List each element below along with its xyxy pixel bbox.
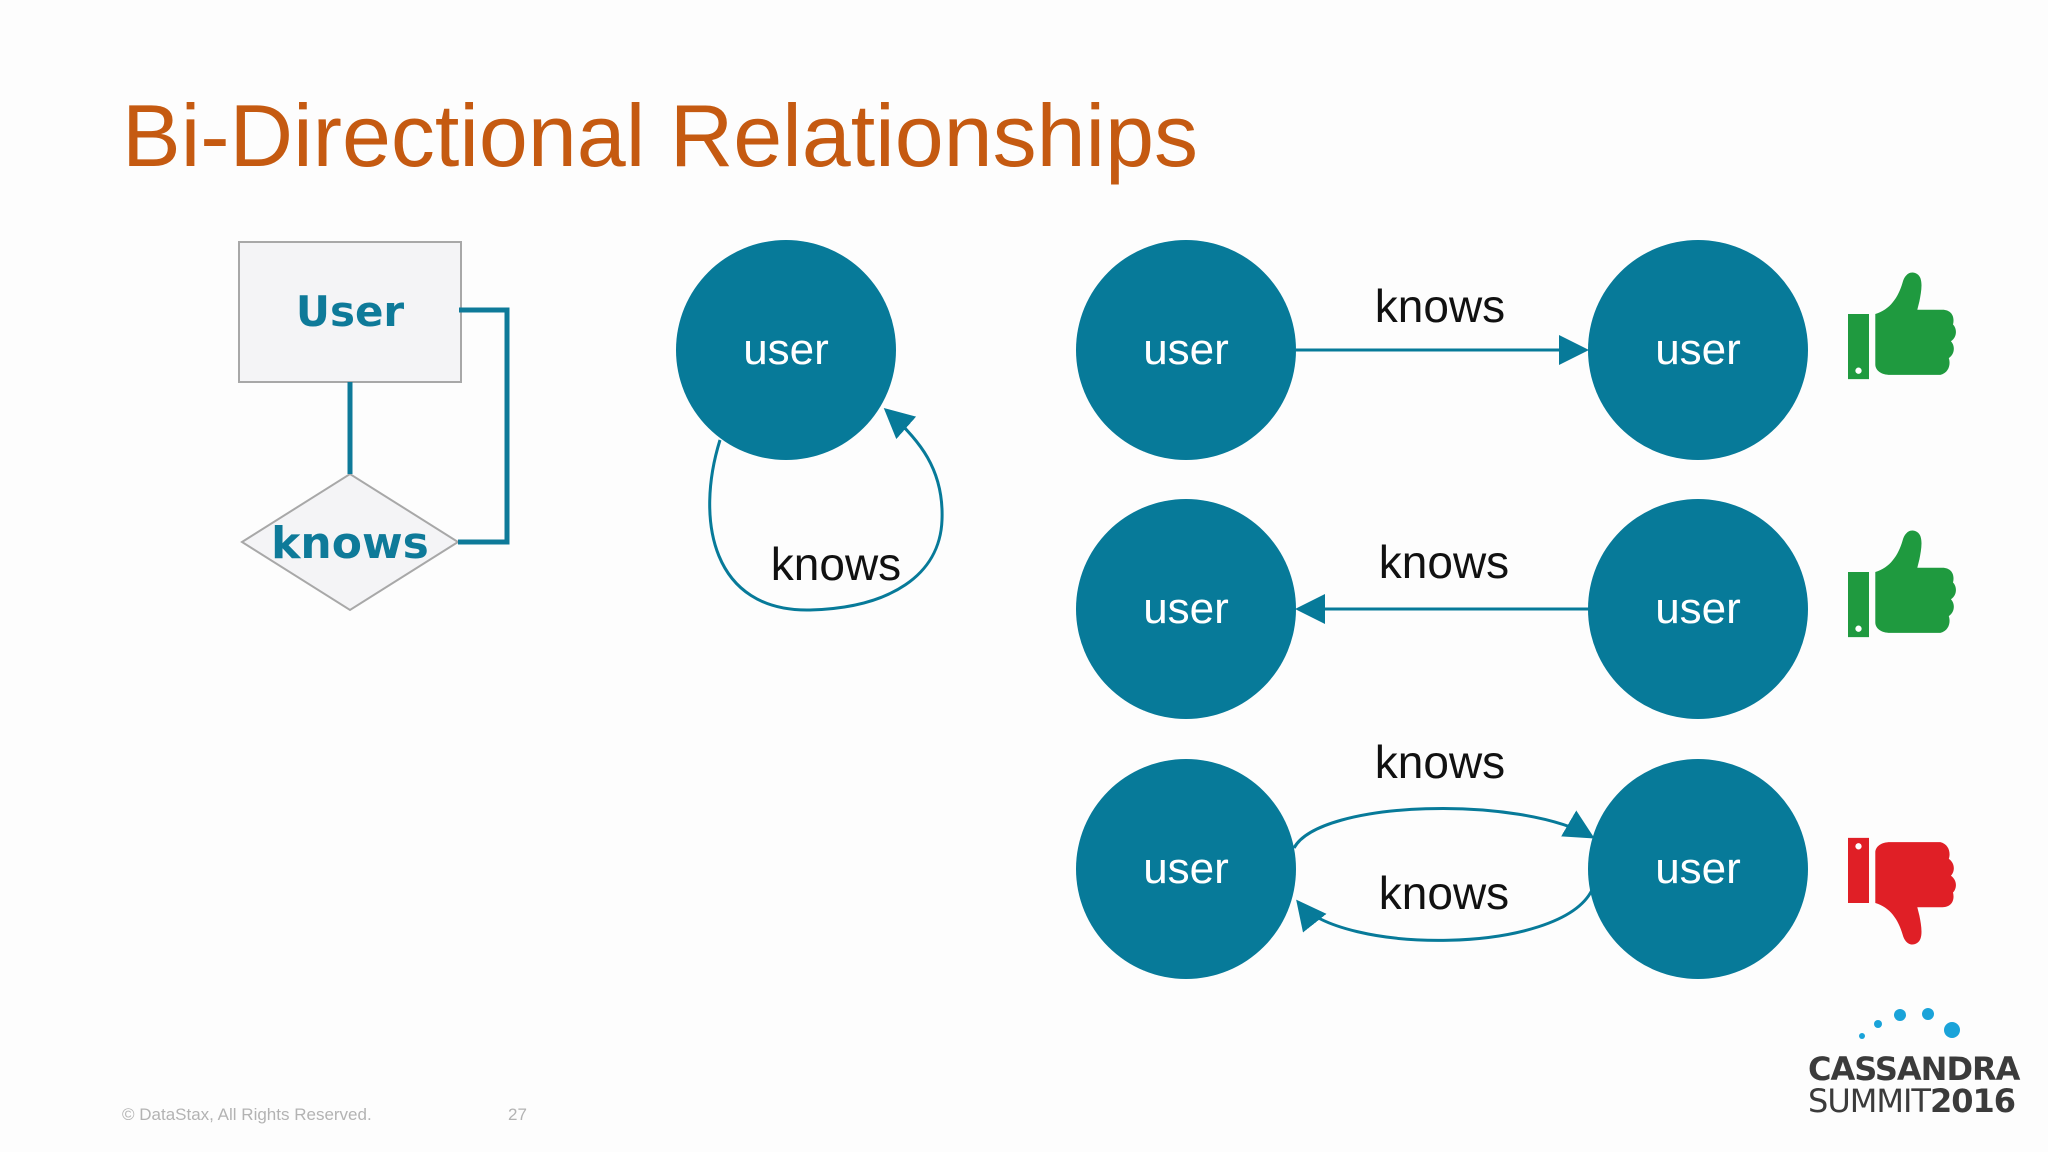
logo-dots-icon — [1859, 1008, 1960, 1039]
er-relationship-label: knows — [271, 518, 429, 569]
row1-left-node-label: user — [1143, 325, 1229, 374]
self-loop-edge — [708, 408, 944, 612]
row1-left-node — [1076, 240, 1296, 460]
slide-title: Bi-Directional Relationships — [122, 86, 1199, 185]
row3-left-node — [1076, 759, 1296, 979]
row3-right-node-label: user — [1655, 844, 1741, 893]
row3-right-node — [1588, 759, 1808, 979]
footer-copyright: © DataStax, All Rights Reserved. — [122, 1105, 372, 1124]
thumbs-down-icon — [1848, 837, 1956, 945]
row2-right-node — [1588, 499, 1808, 719]
row1-edge-label: knows — [1375, 280, 1505, 332]
er-entity-box — [238, 241, 462, 383]
row1-right-node — [1588, 240, 1808, 460]
self-loop-node — [676, 240, 896, 460]
relationship-row-1: user user knows — [1076, 240, 1956, 460]
row2-right-node-label: user — [1655, 584, 1741, 633]
logo-line2: SUMMIT2016 — [1808, 1082, 2016, 1120]
footer-page-number: 27 — [508, 1105, 527, 1124]
self-loop-edge-label: knows — [771, 538, 901, 590]
row2-edge-label: knows — [1379, 536, 1509, 588]
row3-edge-forward — [1292, 807, 1595, 849]
relationship-row-3: user user knows knows — [1076, 736, 1956, 979]
self-loop-diagram: user knows — [676, 240, 944, 612]
row3-edge-backward — [1296, 889, 1594, 942]
logo-summit-text: SUMMIT — [1808, 1082, 1931, 1120]
relationship-row-2: user user knows — [1076, 499, 1956, 719]
row3-edge-forward-label: knows — [1375, 736, 1505, 788]
row2-left-node-label: user — [1143, 584, 1229, 633]
er-connector-loop — [458, 307, 510, 545]
thumbs-up-icon — [1848, 272, 1956, 380]
row2-left-node — [1076, 499, 1296, 719]
logo-line1: CASSANDRA — [1808, 1050, 2020, 1088]
logo-year: 2016 — [1929, 1082, 2016, 1120]
row3-left-node-label: user — [1143, 844, 1229, 893]
cassandra-summit-logo: CASSANDRA SUMMIT2016 — [1800, 1000, 2020, 1120]
er-diagram: User knows — [238, 241, 510, 612]
self-loop-node-label: user — [743, 325, 829, 374]
thumbs-up-icon — [1848, 530, 1956, 638]
er-entity-label: User — [296, 287, 405, 336]
row3-edge-backward-label: knows — [1379, 867, 1509, 919]
row1-right-node-label: user — [1655, 325, 1741, 374]
